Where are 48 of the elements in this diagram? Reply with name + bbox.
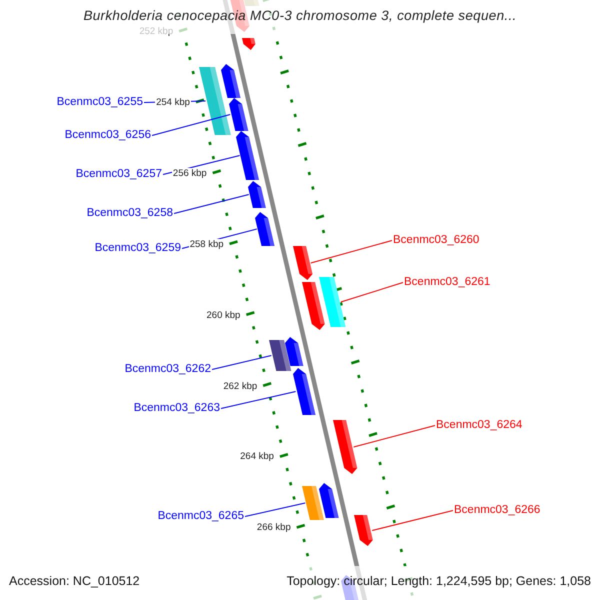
- scale-label: 258 kbp: [188, 238, 225, 250]
- gene-label: Bcenmc03_6260: [393, 234, 480, 247]
- gene-bar: [319, 277, 346, 327]
- gene-label: Bcenmc03_6256: [64, 129, 151, 142]
- gene-block: [228, 98, 248, 131]
- gene-label: Bcenmc03_6257: [76, 168, 162, 181]
- gene-block: [354, 515, 374, 546]
- leader-line: [372, 510, 454, 531]
- gene-label: Bcenmc03_6255: [56, 96, 143, 109]
- gene-label: Bcenmc03_6264: [436, 419, 522, 432]
- gene-block: [319, 483, 340, 518]
- gene-bar: [302, 486, 324, 520]
- leader-line: [152, 114, 231, 136]
- gene-block: [236, 131, 260, 180]
- scale-label: 256 kbp: [172, 168, 208, 179]
- gene-block: [248, 181, 266, 208]
- scale-label: 254 kbp: [155, 96, 191, 108]
- gene-block: [333, 420, 358, 474]
- leader-line: [310, 240, 392, 264]
- gene-label: Bcenmc03_6265: [158, 510, 244, 523]
- gene-block: [220, 64, 240, 98]
- leader-line: [353, 425, 436, 448]
- gene-label: Bcenmc03_6259: [94, 242, 181, 255]
- gene-block: [285, 337, 304, 366]
- leader-line: [340, 282, 404, 302]
- gene-label: Bcenmc03_6258: [86, 207, 173, 220]
- leader-line: [244, 502, 306, 517]
- scale-label: 266 kbp: [256, 522, 292, 534]
- scale-label: 260 kbp: [206, 310, 242, 321]
- leader-line: [220, 391, 296, 409]
- leader-line: [174, 194, 250, 214]
- topology-text: Topology: circular; Length: 1,224,595 bp; Genes: 1,058: [286, 574, 591, 588]
- gene-block: [255, 212, 275, 246]
- title: Burkholderia cenocepacia MC0-3 chromosome 3, complete sequen...: [83, 8, 517, 23]
- gene-label: Bcenmc03_6262: [124, 363, 211, 376]
- gene-block: [292, 368, 316, 415]
- scale-label: 262 kbp: [222, 380, 258, 392]
- accession-text: Accession: NC_010512: [9, 574, 140, 588]
- gene-block: [302, 282, 325, 330]
- gene-block: [242, 38, 256, 50]
- leader-line: [212, 355, 272, 370]
- gene-label: Bcenmc03_6263: [134, 402, 220, 415]
- scale-label: 264 kbp: [239, 451, 275, 462]
- gene-label: Bcenmc03_6261: [404, 276, 490, 289]
- gene-bar: [268, 340, 291, 371]
- gene-label: Bcenmc03_6266: [454, 504, 540, 517]
- gene-block: [292, 246, 312, 280]
- gene-bar: [198, 67, 230, 135]
